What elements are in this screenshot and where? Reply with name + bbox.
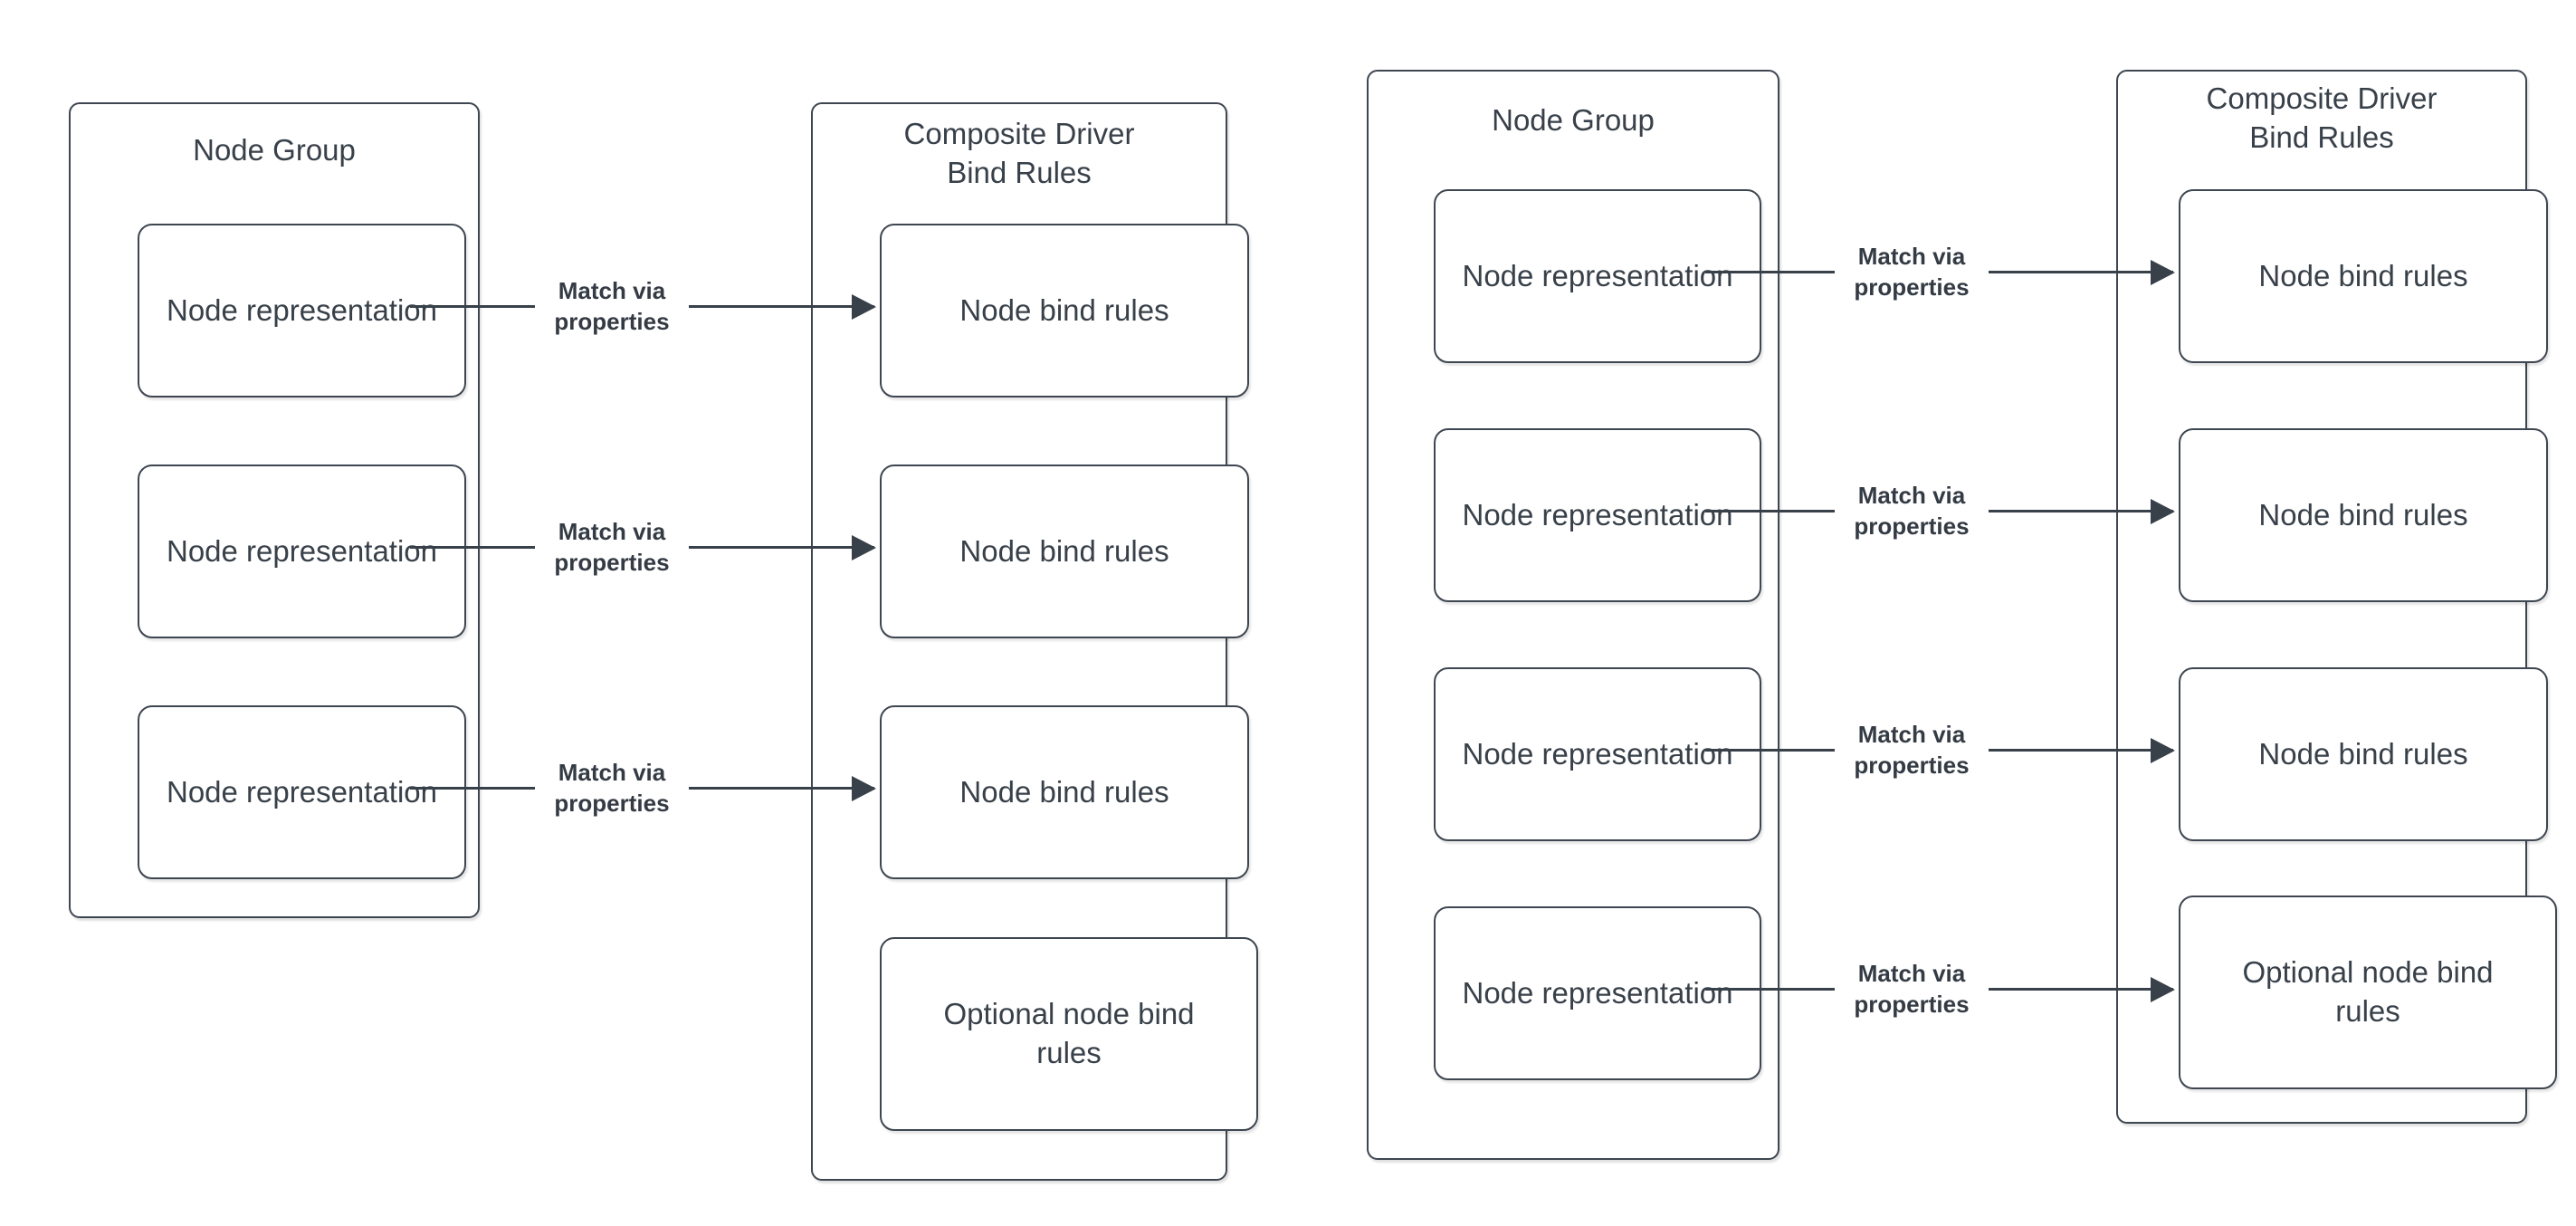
node-bind-rules-box: Node bind rules: [880, 224, 1249, 397]
arrowhead-icon: [852, 775, 876, 801]
right-node-group-container: Node Group Node representation Node repr…: [1367, 70, 1779, 1160]
match-label: Match via properties: [1835, 720, 1989, 781]
arrowhead-icon: [2151, 498, 2175, 524]
match-label: Match via properties: [1835, 959, 1989, 1020]
node-representation-box: Node representation: [138, 224, 466, 397]
right-bind-rules-container: Composite Driver Bind Rules Node bind ru…: [2116, 70, 2557, 1124]
node-representation-box: Node representation: [1434, 189, 1761, 363]
arrowhead-icon: [852, 293, 876, 320]
arrowhead-icon: [2151, 259, 2175, 285]
node-representation-box: Node representation: [138, 465, 466, 638]
optional-node-bind-rules-box: Optional node bind rules: [2179, 896, 2557, 1089]
node-bind-rules-box: Node bind rules: [880, 705, 1249, 879]
match-label: Match via properties: [535, 517, 689, 579]
node-bind-rules-box: Node bind rules: [2179, 428, 2548, 602]
arrowhead-icon: [2151, 976, 2175, 1002]
match-label: Match via properties: [1835, 242, 1989, 303]
node-representation-box: Node representation: [1434, 667, 1761, 841]
node-bind-rules-box: Node bind rules: [2179, 189, 2548, 363]
match-label: Match via properties: [535, 276, 689, 338]
node-representation-box: Node representation: [138, 705, 466, 879]
left-node-group-title: Node Group: [193, 133, 356, 167]
match-label: Match via properties: [535, 758, 689, 819]
arrowhead-icon: [2151, 737, 2175, 763]
match-label: Match via properties: [1835, 481, 1989, 542]
optional-node-bind-rules-box: Optional node bind rules: [880, 937, 1258, 1131]
node-bind-rules-box: Node bind rules: [2179, 667, 2548, 841]
node-representation-box: Node representation: [1434, 428, 1761, 602]
right-bind-rules-title: Composite Driver Bind Rules: [2206, 81, 2438, 154]
node-representation-box: Node representation: [1434, 906, 1761, 1080]
node-bind-rules-box: Node bind rules: [880, 465, 1249, 638]
arrowhead-icon: [852, 534, 876, 560]
left-bind-rules-title: Composite Driver Bind Rules: [903, 117, 1135, 189]
left-bind-rules-container: Composite Driver Bind Rules Node bind ru…: [811, 102, 1258, 1181]
right-node-group-title: Node Group: [1492, 103, 1655, 137]
left-node-group-container: Node Group Node representation Node repr…: [69, 102, 480, 918]
